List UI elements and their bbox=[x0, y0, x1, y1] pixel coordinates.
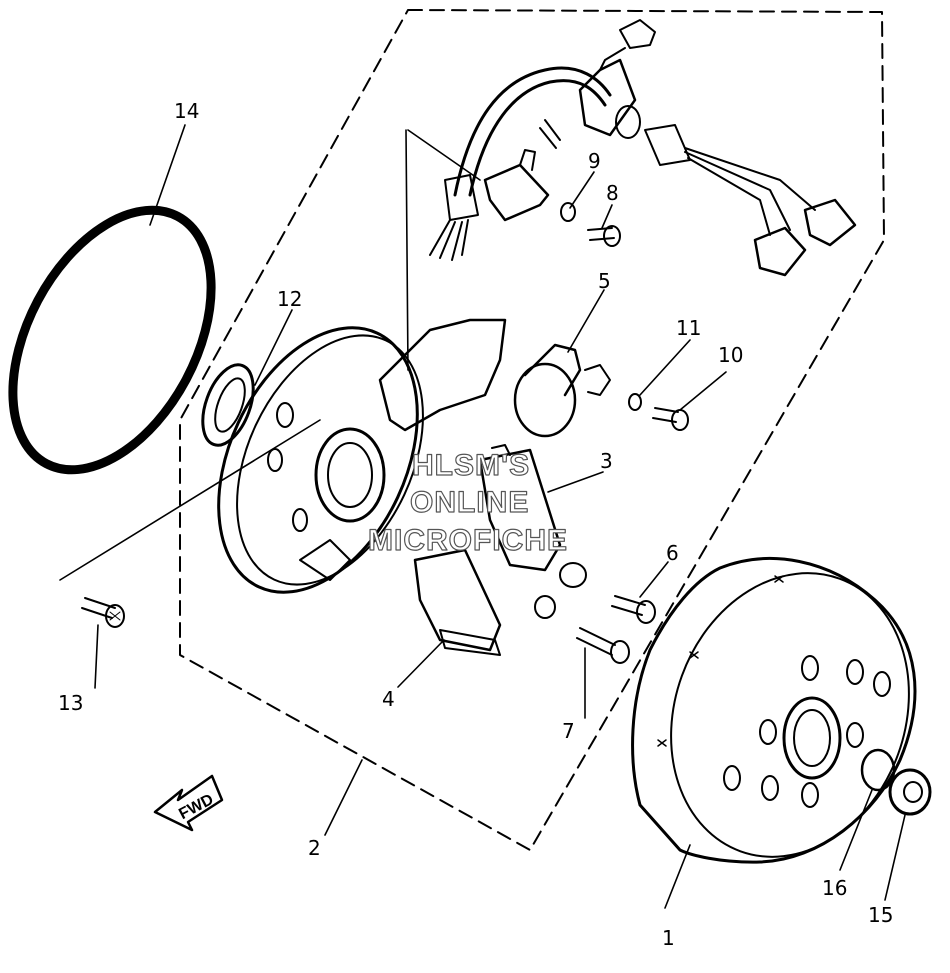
washer-9 bbox=[560, 202, 576, 222]
label-part-2: 2 bbox=[308, 836, 321, 860]
label-part-5: 5 bbox=[598, 269, 611, 293]
pickup-coil bbox=[513, 343, 611, 438]
stator-plate bbox=[217, 318, 507, 594]
label-part-16: 16 bbox=[822, 876, 847, 900]
label-part-12: 12 bbox=[277, 287, 302, 311]
watermark-line-2: ONLINE bbox=[410, 486, 529, 519]
label-part-1: 1 bbox=[662, 926, 675, 950]
label-part-6: 6 bbox=[666, 541, 679, 565]
wire-harness bbox=[429, 19, 857, 277]
lighting-coil bbox=[413, 548, 556, 656]
label-part-4: 4 bbox=[382, 687, 395, 711]
flywheel-rotor bbox=[631, 557, 917, 864]
screw-7 bbox=[576, 627, 630, 664]
screw-8 bbox=[587, 225, 621, 247]
label-part-15: 15 bbox=[868, 903, 893, 927]
label-part-14: 14 bbox=[174, 99, 199, 123]
watermark: HLSM'S ONLINE MICROFICHE bbox=[367, 448, 568, 557]
oil-seal bbox=[201, 363, 255, 447]
screw-10 bbox=[652, 407, 689, 431]
watermark-line-3: MICROFICHE bbox=[368, 524, 568, 557]
label-part-8: 8 bbox=[606, 181, 619, 205]
forward-arrow: FWD bbox=[153, 774, 224, 832]
label-part-9: 9 bbox=[588, 149, 601, 173]
wire-clamp bbox=[483, 149, 550, 222]
charging-coil bbox=[478, 444, 587, 588]
leader-lines bbox=[59, 124, 906, 909]
label-part-11: 11 bbox=[676, 316, 701, 340]
screw-13 bbox=[81, 597, 125, 628]
washer-16 bbox=[860, 748, 896, 792]
label-part-3: 3 bbox=[600, 449, 613, 473]
label-part-13: 13 bbox=[58, 691, 83, 715]
label-part-7: 7 bbox=[562, 719, 575, 743]
nut-15 bbox=[888, 768, 932, 816]
gasket-ring bbox=[8, 205, 216, 475]
washer-11 bbox=[628, 393, 642, 411]
watermark-line-1: HLSM'S bbox=[412, 449, 530, 482]
screw-6 bbox=[611, 595, 656, 624]
label-part-10: 10 bbox=[718, 343, 743, 367]
assembly-boundary bbox=[179, 9, 885, 851]
